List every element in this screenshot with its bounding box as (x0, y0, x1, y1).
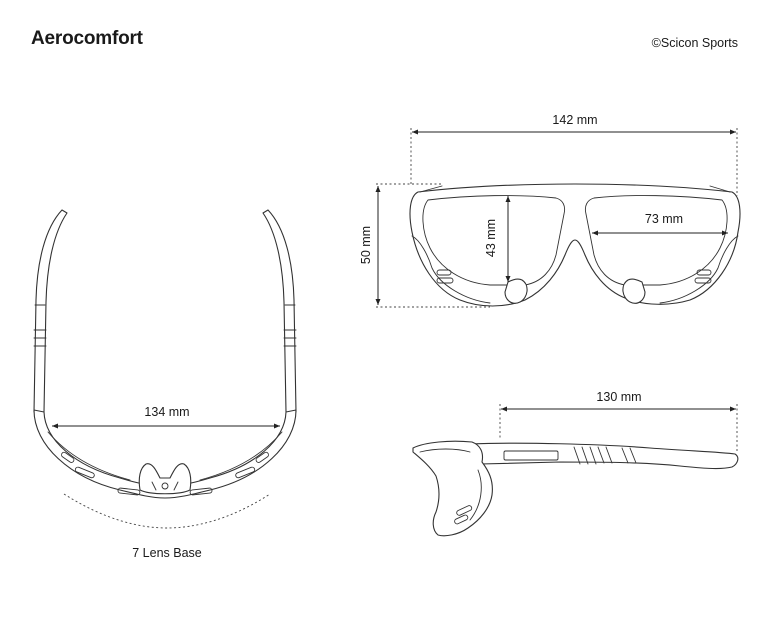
side-view-temple (469, 442, 739, 470)
top-view-left-temple (33, 209, 68, 413)
front-width-dimension (410, 128, 738, 196)
top-view-right-temple (262, 209, 297, 413)
temple-length-label: 130 mm (596, 390, 641, 404)
front-width-label: 142 mm (552, 113, 597, 127)
top-width-label: 134 mm (144, 405, 189, 419)
frame-height-dimension (375, 183, 490, 308)
top-view-glasses (33, 209, 297, 499)
lens-height-dimension (505, 196, 511, 282)
top-width-dimension (52, 423, 280, 429)
top-view-front-frame (33, 409, 297, 499)
front-view-glasses (409, 183, 741, 307)
lens-height-label: 43 mm (484, 219, 498, 257)
front-view-frame (409, 183, 741, 307)
product-title: Aerocomfort (31, 28, 143, 49)
lens-width-dimension (592, 230, 728, 236)
lens-width-label: 73 mm (645, 212, 683, 226)
temple-length-dimension (499, 404, 738, 452)
side-view-glasses (412, 440, 739, 537)
side-view-front (412, 440, 493, 537)
lens-base-curve (63, 493, 271, 529)
top-view-nose-pad (138, 463, 192, 495)
frame-height-label: 50 mm (359, 226, 373, 264)
copyright-notice: ©Scicon Sports (651, 36, 738, 50)
lens-base-label: 7 Lens Base (132, 546, 202, 560)
